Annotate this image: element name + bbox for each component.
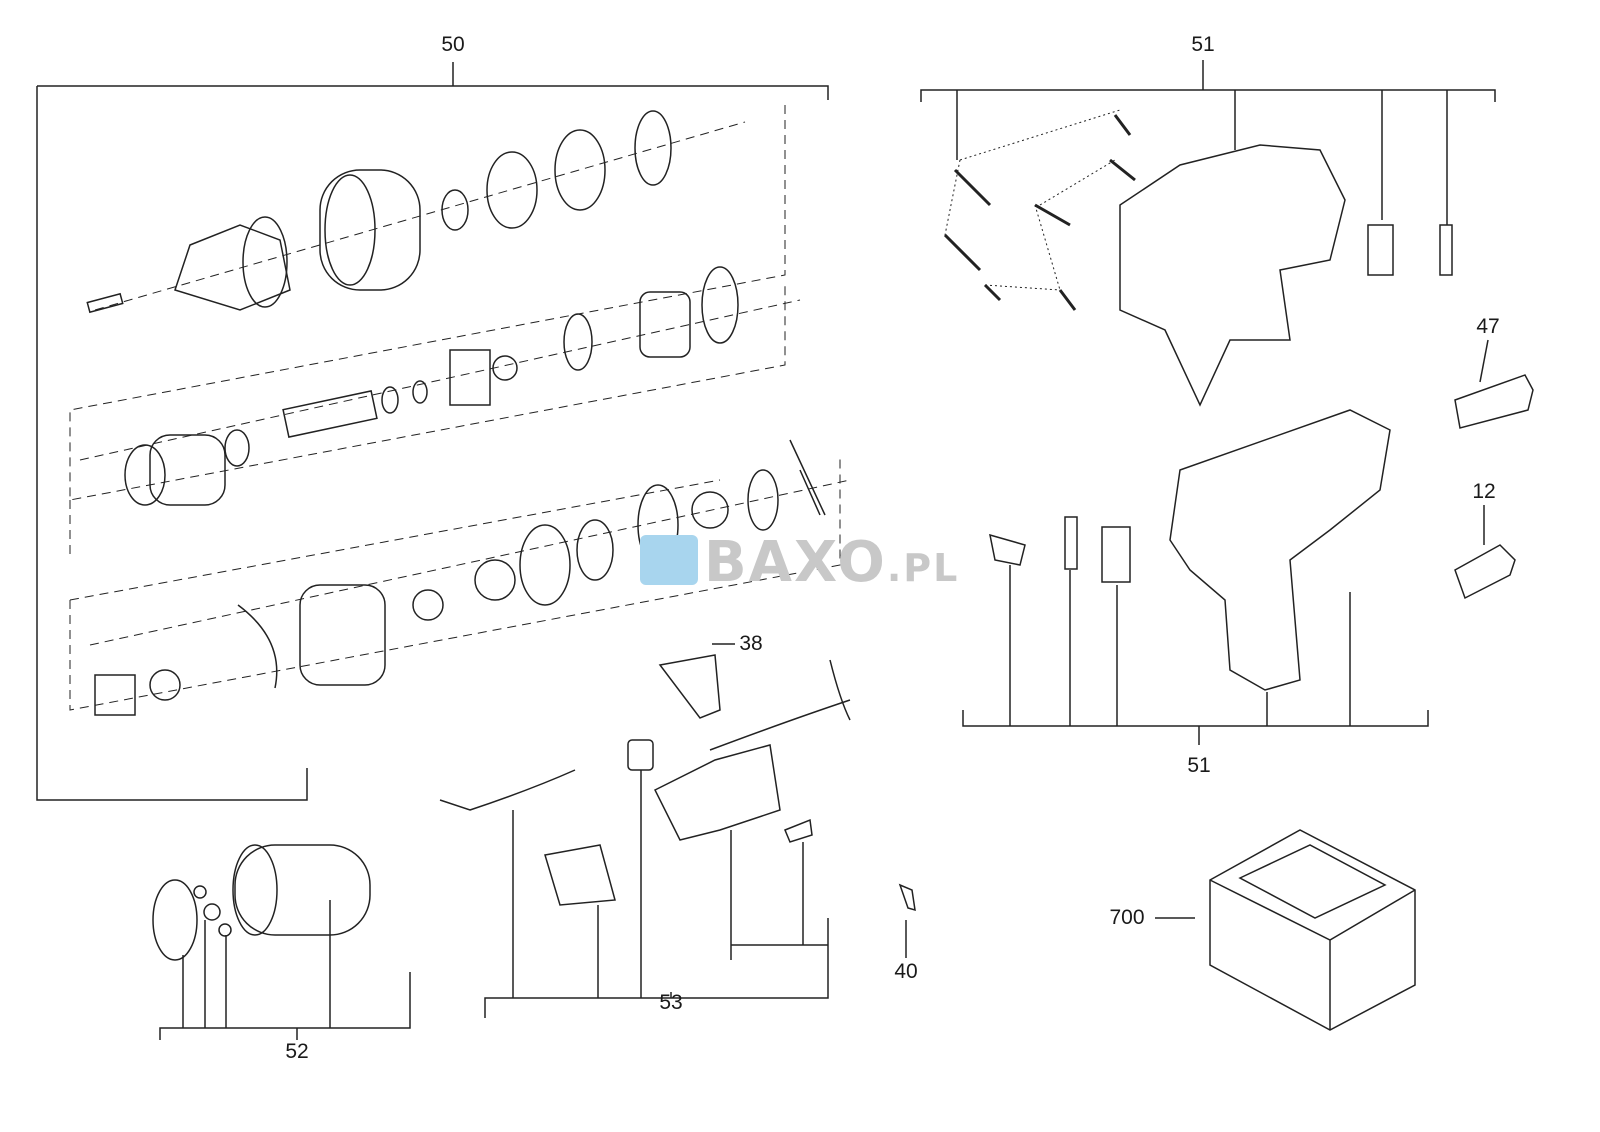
callout-50: 50	[441, 33, 465, 56]
callout-700: 700	[1109, 906, 1145, 929]
callout-51-top: 51	[1191, 33, 1215, 56]
callout-38: 38	[739, 632, 763, 655]
housing-half-top	[943, 109, 1453, 407]
bracket-50	[36, 62, 829, 801]
callout-12: 12	[1472, 480, 1496, 503]
bracket-51-bottom	[962, 565, 1429, 745]
dashed-subassembly-boxes	[69, 105, 851, 711]
part-40	[898, 883, 916, 958]
switch-parts	[439, 643, 851, 1018]
label-12-part	[1454, 505, 1516, 600]
callout-51-bottom: 51	[1187, 754, 1211, 777]
bracket-51-top	[920, 60, 1496, 225]
chuck-parts	[86, 110, 672, 314]
planetary-gear-parts	[94, 439, 826, 716]
watermark-brand: BAXO	[704, 530, 887, 595]
callout-53: 53	[659, 991, 683, 1014]
watermark-logo: BAXO.PL	[640, 530, 959, 595]
carry-case	[1155, 829, 1416, 1031]
housing-half-bottom	[989, 409, 1391, 691]
motor-parts	[152, 844, 411, 1040]
label-47-part	[1454, 339, 1534, 429]
logo-mark-icon	[640, 535, 698, 585]
watermark-suffix: .PL	[886, 546, 960, 590]
callout-52: 52	[285, 1040, 309, 1063]
spindle-parts	[124, 266, 739, 506]
callout-40: 40	[894, 960, 918, 983]
callout-47: 47	[1476, 315, 1500, 338]
